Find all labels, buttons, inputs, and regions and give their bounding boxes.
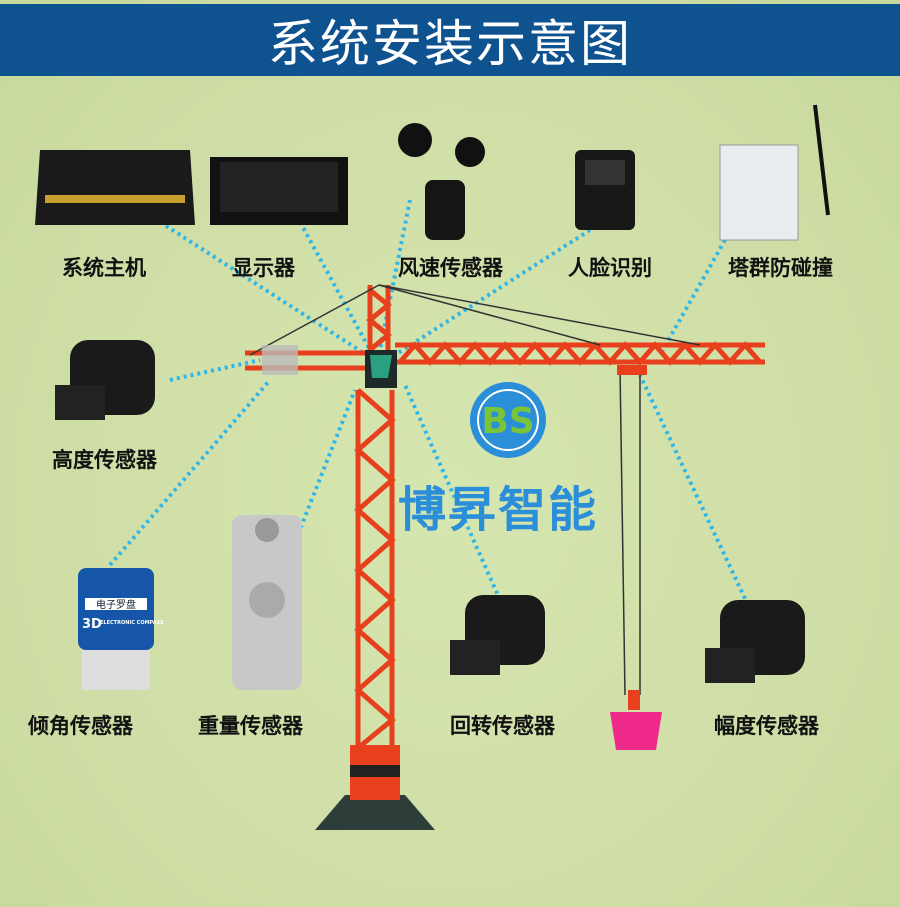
svg-text:BS: BS [481, 401, 534, 442]
label-slewing: 回转传感器 [450, 714, 555, 738]
face-recognition-device [575, 150, 635, 230]
height-sensor-device [55, 340, 155, 420]
label-amplitude: 幅度传感器 [714, 714, 819, 738]
label-tilt: 倾角传感器 [28, 714, 133, 738]
display-device [210, 157, 348, 225]
amplitude-sensor-device [705, 600, 805, 683]
connector-lines [108, 199, 750, 606]
compass-dim: 3D [82, 617, 102, 632]
brand-name: 博昇智能 [398, 482, 599, 538]
label-face: 人脸识别 [568, 256, 652, 280]
system-host-device [35, 150, 195, 225]
compass-english: ELECTRONIC COMPASS [100, 620, 164, 626]
label-wind: 风速传感器 [398, 256, 503, 280]
label-anticollision: 塔群防碰撞 [728, 256, 833, 280]
label-host: 系统主机 [62, 256, 146, 280]
label-weight: 重量传感器 [198, 714, 303, 738]
label-display: 显示器 [232, 256, 295, 280]
anticollision-device [719, 104, 830, 241]
load-cell-device [232, 515, 302, 690]
label-height: 高度传感器 [52, 448, 157, 472]
title-bar: 系统安装示意图 [0, 4, 900, 76]
anemometer-device [398, 123, 485, 240]
brand-logo: BS [470, 382, 546, 458]
compass-device: 电子罗盘 3D ELECTRONIC COMPASS [78, 568, 164, 690]
compass-name: 电子罗盘 [96, 598, 136, 611]
page-title: 系统安装示意图 [268, 15, 632, 73]
tower-crane [245, 284, 765, 830]
slewing-sensor-device [450, 595, 545, 675]
